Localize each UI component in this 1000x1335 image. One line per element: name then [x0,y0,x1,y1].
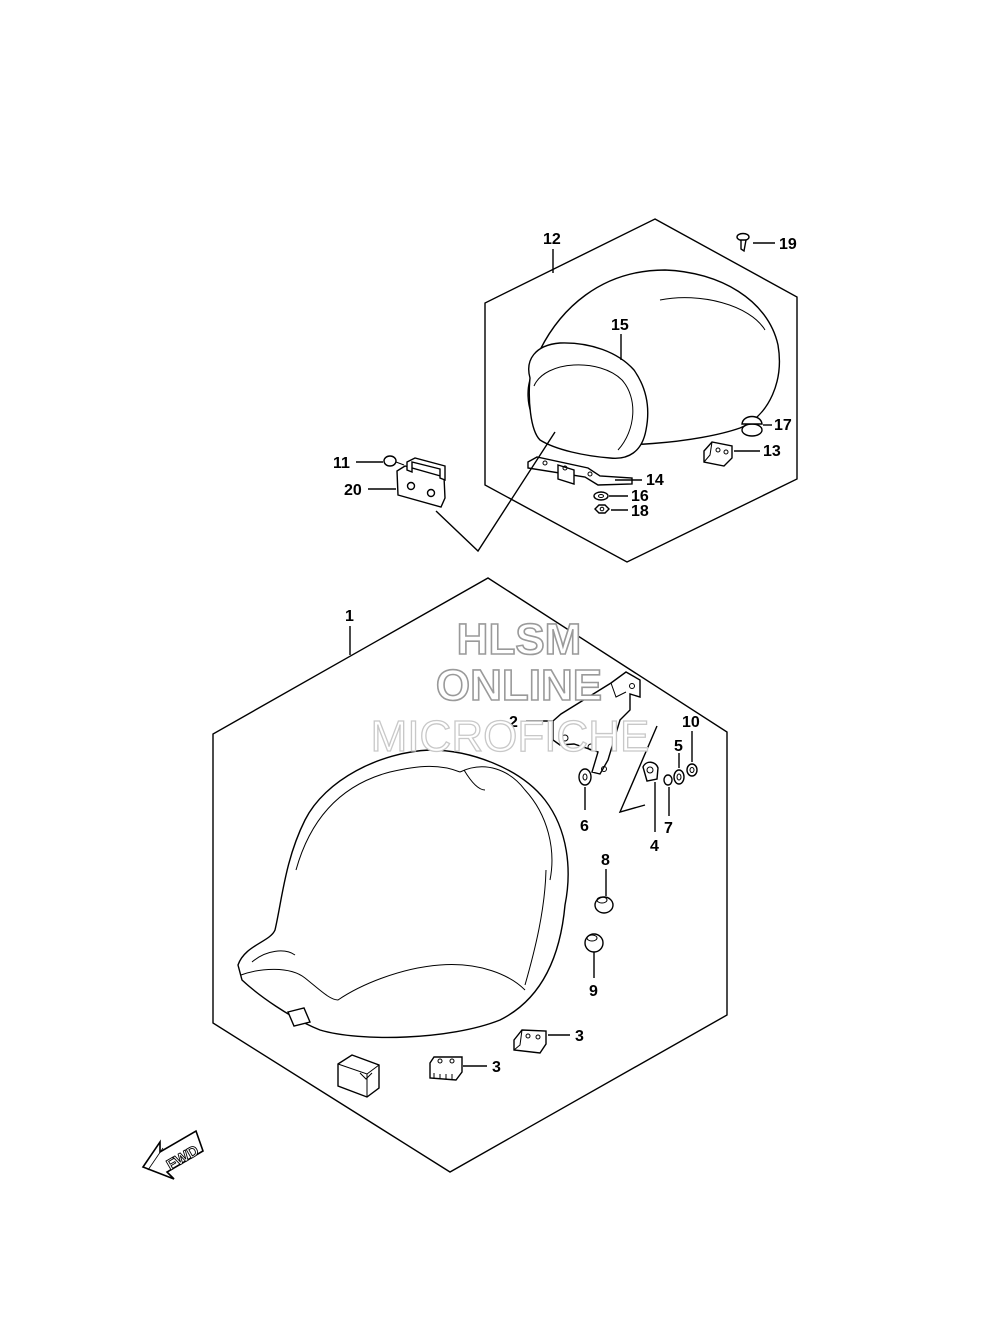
tool-kit-box[interactable] [337,1054,380,1098]
part-20-bracket[interactable] [396,457,446,508]
watermark-line-1: HLSM [457,615,582,664]
part-11-bolt[interactable] [383,455,405,467]
fwd-arrow-icon: FWD [141,1129,204,1180]
part-7-collar[interactable] [663,774,673,786]
callout-16: 16 [631,488,649,505]
callout-15: 15 [611,317,629,334]
part-18-nut[interactable] [594,504,610,514]
callout-4: 4 [650,838,659,855]
callout-19: 19 [779,236,797,253]
part-9-cushion[interactable] [584,933,604,953]
part-8-cushion[interactable] [594,896,614,914]
watermark-line-2: ONLINE [436,661,602,710]
part-2-bracket[interactable] [552,671,641,775]
watermark-line-3: MICROFICHE [371,712,650,761]
callout-6: 6 [580,818,589,835]
callout-10: 10 [682,714,700,731]
main-seat[interactable] [237,749,569,1039]
part-10-nut[interactable] [686,763,698,777]
callout-14: 14 [646,472,664,489]
callout-3a: 3 [575,1028,584,1045]
part-19-screw[interactable] [736,232,750,253]
part-6-washer[interactable] [578,768,592,786]
part-3a-rubber[interactable] [513,1029,547,1054]
front-seat-group-outline [212,577,728,1173]
callout-20: 20 [344,482,362,499]
callout-13: 13 [763,443,781,460]
part-5-washer[interactable] [673,769,685,785]
part-16-washer[interactable] [593,491,609,501]
callout-12: 12 [543,231,561,248]
callout-17: 17 [774,417,792,434]
part-17-cushion[interactable] [741,415,763,437]
callout-2: 2 [509,714,518,731]
part-13-rubber[interactable] [703,441,733,467]
rear-seat-bracket[interactable] [527,456,633,486]
callout-3b: 3 [492,1059,501,1076]
rear-seat-group-outline [484,218,798,563]
part-4-lock[interactable] [642,761,659,782]
part-3b-rubber[interactable] [429,1056,463,1081]
callout-11: 11 [333,455,350,472]
bracket-connector-line [435,431,556,553]
callout-1: 1 [345,608,354,625]
rear-seat-cushion[interactable] [527,269,781,459]
callout-5: 5 [674,738,683,755]
callout-9: 9 [589,983,598,1000]
callout-7: 7 [664,820,673,837]
callout-8: 8 [601,852,610,869]
part-4-connector-line [618,725,658,814]
callout-18: 18 [631,503,649,520]
